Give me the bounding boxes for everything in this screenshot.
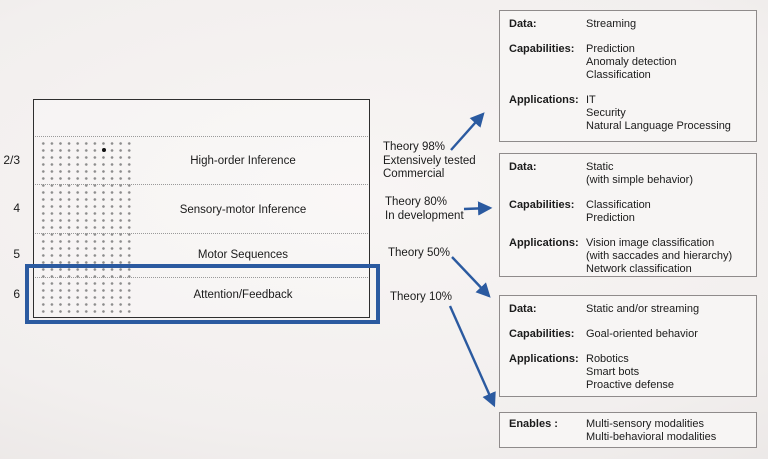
row-value-line: Multi-behavioral modalities	[586, 431, 717, 443]
neuron-dot-grid	[38, 139, 133, 315]
info-row: Data: Static and/or streaming	[509, 303, 750, 316]
annotation-line: Theory 80%	[385, 196, 448, 208]
arrow-theory10-icon	[448, 305, 496, 408]
row-value-line: Classification	[586, 69, 651, 81]
info-row: Capabilities: Prediction Anomaly detecti…	[509, 43, 750, 82]
annotation-line: In development	[385, 209, 464, 222]
arrow-theory50-icon	[451, 256, 491, 298]
row-value-line: Multi-sensory modalities	[586, 418, 704, 430]
row-value-line: Static	[586, 161, 614, 173]
row-values: Prediction Anomaly detection Classificat…	[586, 43, 677, 82]
layer-divider	[35, 184, 368, 185]
info-box-enables: Enables : Multi-sensory modalities Multi…	[499, 412, 757, 448]
layer-label-motor-sequences: Motor Sequences	[197, 249, 289, 261]
info-box-goal-oriented: Data: Static and/or streaming Capabiliti…	[499, 295, 757, 397]
layer-label-high-order-inference: High-order Inference	[190, 155, 296, 167]
annotation-theory-50: Theory 50%	[388, 247, 450, 261]
layer-number-4: 4	[13, 201, 20, 215]
layer6-highlight-box	[25, 264, 380, 324]
active-neuron-dot	[102, 148, 106, 152]
row-values: Vision image classification (with saccad…	[586, 237, 732, 276]
info-row: Capabilities: Goal-oriented behavior	[509, 328, 750, 341]
row-values: Static and/or streaming	[586, 303, 699, 316]
row-label: Capabilities:	[509, 328, 575, 340]
row-label: Applications:	[509, 94, 579, 106]
row-values: Streaming	[586, 18, 636, 31]
annotation-line: Theory 10%	[390, 291, 453, 303]
row-label: Applications:	[509, 237, 579, 249]
row-value-line: Security	[586, 107, 626, 119]
row-value-line: Smart bots	[586, 366, 640, 378]
layer-label-attention-feedback: Attention/Feedback	[193, 289, 293, 301]
annotation-theory-80: Theory 80% In development	[385, 196, 464, 223]
row-label: Data:	[509, 303, 537, 315]
row-values: Goal-oriented behavior	[586, 328, 698, 341]
row-values: Multi-sensory modalities Multi-behaviora…	[586, 418, 716, 444]
row-label: Enables :	[509, 418, 558, 430]
row-values: IT Security Natural Language Processing	[586, 94, 731, 133]
row-value-line: Network classification	[586, 263, 692, 275]
row-label: Capabilities:	[509, 199, 575, 211]
row-values: Static (with simple behavior)	[586, 161, 693, 187]
row-value-line: Prediction	[586, 43, 635, 55]
layer-divider	[35, 233, 368, 234]
row-value-line: (with saccades and hierarchy)	[586, 250, 733, 262]
row-label: Applications:	[509, 353, 579, 365]
row-value-line: Goal-oriented behavior	[586, 328, 698, 340]
row-values: Robotics Smart bots Proactive defense	[586, 353, 674, 392]
info-row: Data: Static (with simple behavior)	[509, 161, 750, 187]
layer-divider	[35, 136, 368, 137]
row-label: Data:	[509, 161, 537, 173]
annotation-line: Extensively tested	[383, 154, 476, 167]
layer-label-sensory-motor-inference: Sensory-motor Inference	[179, 204, 307, 216]
row-value-line: Robotics	[586, 353, 629, 365]
row-value-line: Classification	[586, 199, 651, 211]
info-row: Applications: Vision image classificatio…	[509, 237, 750, 276]
info-row: Enables : Multi-sensory modalities Multi…	[509, 418, 750, 444]
row-value-line: Natural Language Processing	[586, 120, 731, 132]
info-row: Applications: IT Security Natural Langua…	[509, 94, 750, 133]
layer-number-6: 6	[13, 287, 20, 301]
layer-number-23: 2/3	[3, 153, 20, 167]
row-value-line: IT	[586, 94, 596, 106]
info-row: Data: Streaming	[509, 18, 750, 31]
layer-divider	[35, 277, 368, 278]
row-value-line: Anomaly detection	[586, 56, 677, 68]
arrow-theory80-icon	[463, 201, 493, 216]
row-value-line: Streaming	[586, 18, 637, 30]
row-values: Classification Prediction	[586, 199, 651, 225]
annotation-theory-98: Theory 98% Extensively tested Commercial	[383, 141, 476, 182]
annotation-line: Theory 98%	[383, 141, 446, 153]
row-value-line: (with simple behavior)	[586, 174, 693, 186]
row-value-line: Prediction	[586, 212, 635, 224]
info-box-static: Data: Static (with simple behavior) Capa…	[499, 153, 757, 277]
info-row: Capabilities: Classification Prediction	[509, 199, 750, 225]
row-label: Capabilities:	[509, 43, 575, 55]
row-label: Data:	[509, 18, 537, 30]
row-value-line: Vision image classification	[586, 237, 715, 249]
row-value-line: Static and/or streaming	[586, 303, 700, 315]
row-value-line: Proactive defense	[586, 379, 675, 391]
annotation-line: Theory 50%	[388, 247, 451, 259]
annotation-line: Commercial	[383, 168, 445, 180]
layer-number-5: 5	[13, 247, 20, 261]
info-box-streaming: Data: Streaming Capabilities: Prediction…	[499, 10, 757, 142]
annotation-theory-10: Theory 10%	[390, 291, 452, 305]
info-row: Applications: Robotics Smart bots Proact…	[509, 353, 750, 392]
